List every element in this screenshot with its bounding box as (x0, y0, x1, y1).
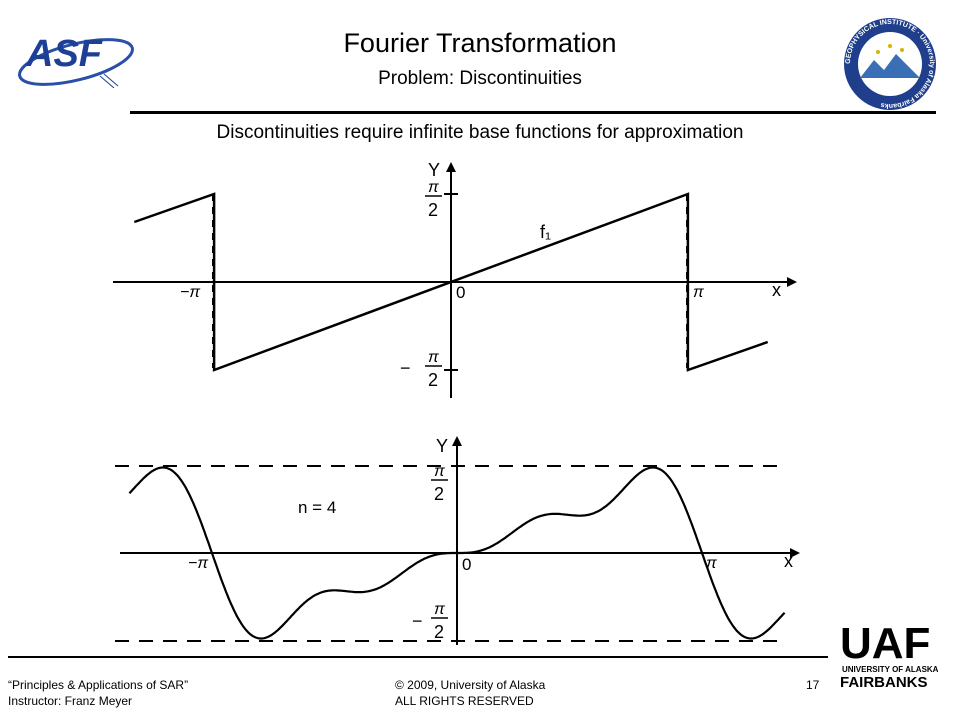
top-neg-pi-label: −π (180, 284, 200, 301)
top-minus-label: − (400, 358, 411, 378)
bottom-pos-pi-label: π (706, 555, 717, 572)
footer-rule (8, 656, 828, 658)
fourier-series-n4 (128, 466, 786, 640)
fourier-sum-plot: Y π 2 n = 4 −π 0 π x − π 2 (115, 436, 800, 645)
footer-course-block: “Principles & Applications of SAR” Instr… (8, 677, 188, 709)
slide-caption: Discontinuities require infinite base fu… (216, 122, 744, 143)
top-y-axis-arrow (446, 162, 456, 172)
bottom-two-label: 2 (434, 484, 444, 504)
bottom-pi-label: π (434, 463, 445, 480)
top-x-label: x (772, 280, 781, 300)
top-y-label: Y (428, 160, 440, 180)
top-pos-pi-label: π (693, 284, 704, 301)
top-pi-label: π (428, 179, 439, 196)
uaf-logo: UAF UNIVERSITY OF ALASKA FAIRBANKS (840, 619, 938, 691)
uaf-logo-mark: UAF (840, 619, 930, 668)
uaf-logo-line2: FAIRBANKS (840, 674, 928, 691)
bottom-x-axis-arrow (790, 548, 800, 558)
slide-subtitle: Problem: Discontinuities (378, 68, 582, 89)
footer-rights: ALL RIGHTS RESERVED (395, 694, 534, 708)
bottom-n-label: n = 4 (298, 498, 336, 517)
sawtooth-series-f1 (133, 192, 769, 372)
slide-title: Fourier Transformation (343, 28, 617, 58)
header-rule (130, 111, 936, 114)
bottom-minus-label: − (412, 611, 423, 631)
footer-course: “Principles & Applications of SAR” (8, 678, 189, 692)
top-two-label: 2 (428, 200, 438, 220)
geophysical-institute-seal: GEOPHYSICAL INSTITUTE · University of Al… (844, 18, 936, 110)
uaf-logo-line1: UNIVERSITY OF ALASKA (842, 665, 938, 674)
bottom-y-label: Y (436, 436, 448, 456)
bottom-origin-label: 0 (462, 555, 471, 574)
bottom-x-label: x (784, 551, 793, 571)
footer-instructor: Instructor: Franz Meyer (8, 694, 133, 708)
top-neg-two-label: 2 (428, 370, 438, 390)
bottom-y-axis-arrow (452, 436, 462, 446)
footer-copyright-block: © 2009, University of Alaska ALL RIGHTS … (395, 677, 545, 709)
asf-logo-text: ASF (25, 33, 104, 75)
top-origin-label: 0 (456, 283, 465, 302)
top-curve-label: f₁ (540, 222, 551, 242)
bottom-neg-pi-half-label: π (434, 601, 445, 618)
top-neg-pi-half-label: π (428, 349, 439, 366)
top-x-axis-arrow (787, 277, 797, 287)
bottom-neg-two-label: 2 (434, 622, 444, 642)
bottom-neg-pi-label: −π (188, 555, 208, 572)
footer-copyright: © 2009, University of Alaska (395, 678, 546, 692)
asf-logo: ASF (18, 33, 134, 88)
sawtooth-plot: Y π 2 f₁ −π 0 π x − π 2 (113, 160, 797, 398)
page-number: 17 (806, 678, 820, 692)
